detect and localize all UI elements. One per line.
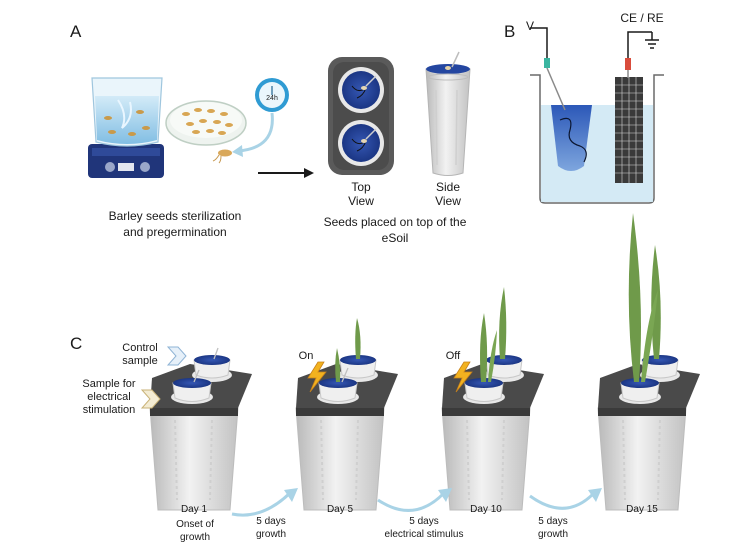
- voltage-label: V: [525, 19, 534, 33]
- onset-label-1: Onset of: [176, 519, 214, 530]
- timer-label: 24h: [266, 95, 278, 102]
- pregermination-arrow: [237, 112, 274, 153]
- petri-dish: [165, 100, 247, 146]
- control-sample-chevron-icon: [166, 346, 187, 366]
- step-3-label-1: 5 days: [538, 516, 568, 527]
- sterilization-caption-line-2: and pregermination: [123, 225, 227, 239]
- sterilization-caption-line-1: Barley seeds sterilization: [108, 209, 242, 223]
- control-sample-label-2: sample: [122, 355, 158, 367]
- day-1-label: Day 1: [180, 504, 208, 515]
- step-1-label-2: growth: [255, 529, 286, 540]
- process-arrow: [258, 168, 314, 178]
- esoil-top-view: [328, 57, 394, 175]
- germinated-seed: [212, 149, 232, 164]
- step-2-label-1: 5 days: [409, 516, 439, 527]
- esoil-pot-day-5: [295, 318, 398, 511]
- panel-label-c: C: [70, 334, 83, 353]
- onset-label-2: growth: [179, 532, 210, 543]
- panel-label-a: A: [70, 22, 82, 41]
- esoil-caption-line-2: eSoil: [381, 231, 409, 245]
- side-view-label-2: View: [435, 194, 461, 208]
- esoil-pot-day-1: [149, 347, 252, 511]
- step-arrow-3: [529, 488, 602, 510]
- timer-clock-icon: [255, 78, 289, 112]
- esoil-pot-day-15: [597, 213, 700, 511]
- day-5-label: Day 5: [326, 504, 354, 515]
- lightning-off-icon: [453, 361, 473, 393]
- esoil-caption-line-1: Seeds placed on top of the: [323, 215, 467, 229]
- step-1-label-1: 5 days: [256, 516, 286, 527]
- esoil-pot-day-10: [441, 287, 544, 511]
- day-15-label: Day 15: [626, 504, 658, 515]
- stim-sample-label-3: stimulation: [82, 404, 136, 416]
- top-view-label-1: Top: [351, 180, 371, 194]
- panel-label-b: B: [504, 22, 516, 41]
- stim-sample-label-2: electrical: [87, 391, 131, 403]
- off-label: Off: [445, 350, 461, 362]
- control-sample-label-1: Control: [122, 342, 158, 354]
- ce-re-label: CE / RE: [620, 11, 664, 25]
- stim-sample-label-1: Sample for: [82, 378, 136, 390]
- stirrer-beaker: [88, 77, 164, 178]
- lightning-on-icon: [307, 361, 327, 393]
- top-view-label-2: View: [348, 194, 374, 208]
- side-view-label-1: Side: [435, 180, 461, 194]
- on-label: On: [298, 350, 314, 362]
- stim-sample-chevron-icon: [140, 389, 161, 409]
- day-10-label: Day 10: [470, 504, 502, 515]
- esoil-side-view: [425, 51, 471, 176]
- electrochemical-cell: [530, 27, 664, 204]
- step-3-label-2: growth: [537, 529, 568, 540]
- step-arrow-1: [231, 488, 298, 517]
- step-arrow-2: [377, 488, 452, 512]
- step-2-label-2: electrical stimulus: [384, 529, 464, 540]
